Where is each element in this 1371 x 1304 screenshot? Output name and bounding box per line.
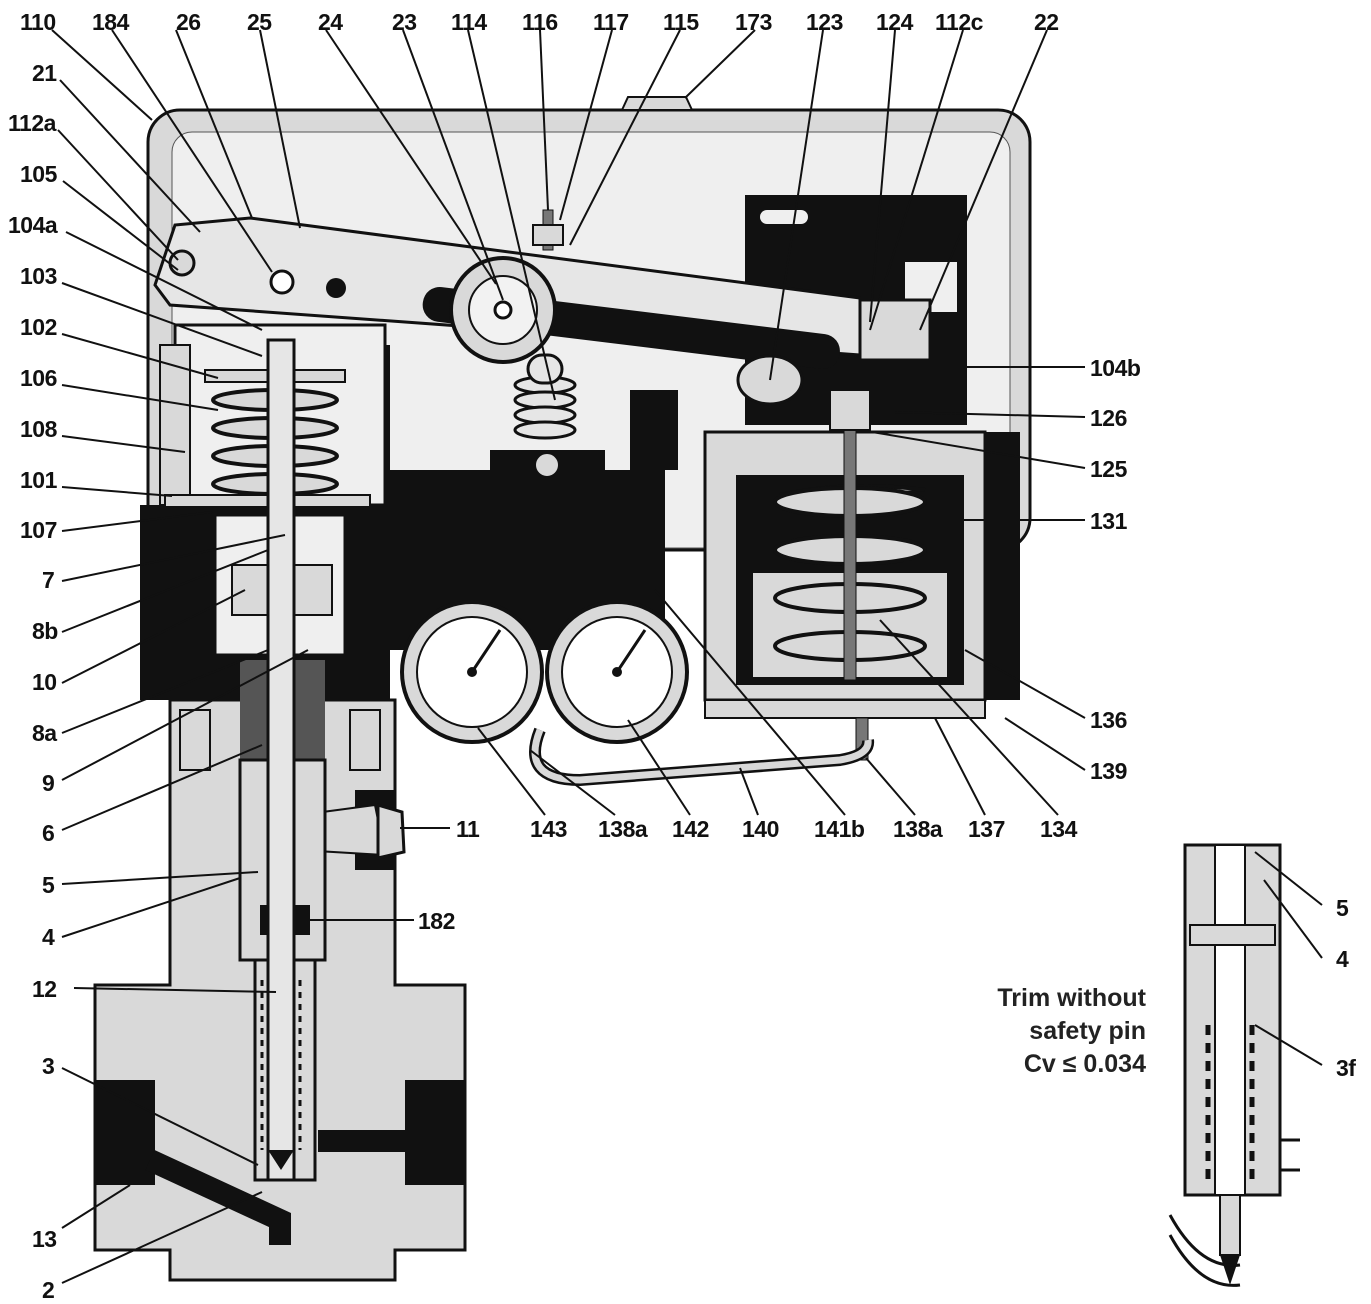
- adjusting-screw: [532, 209, 564, 251]
- label-22: 22: [1034, 9, 1059, 35]
- label-12: 12: [32, 976, 57, 1002]
- label-24: 24: [318, 9, 343, 35]
- leader-lines: [51, 29, 1323, 1284]
- label-inset-5: 5: [1336, 895, 1349, 921]
- label-104b: 104b: [1090, 355, 1141, 381]
- supply-regulator: [703, 389, 1020, 761]
- range-spring: [513, 353, 577, 440]
- label-173: 173: [735, 9, 772, 35]
- label-137: 137: [968, 816, 1005, 842]
- inset-note-line-1: Trim without: [997, 984, 1146, 1012]
- vent-boss: [620, 96, 694, 111]
- label-141b: 141b: [814, 816, 865, 842]
- label-136: 136: [1090, 707, 1127, 733]
- inset-trim: [1168, 843, 1300, 1287]
- label-8a: 8a: [32, 720, 57, 746]
- label-102: 102: [20, 314, 57, 340]
- label-103: 103: [20, 263, 57, 289]
- label-104a: 104a: [8, 212, 58, 238]
- label-2: 2: [42, 1277, 54, 1303]
- label-112c: 112c: [935, 9, 984, 35]
- label-23: 23: [392, 9, 417, 35]
- label-8b: 8b: [32, 618, 58, 644]
- label-11: 11: [456, 816, 480, 842]
- label-26: 26: [176, 9, 201, 35]
- label-126: 126: [1090, 405, 1127, 431]
- label-101: 101: [20, 467, 58, 493]
- label-142: 142: [672, 816, 709, 842]
- label-inset-3f: 3f: [1336, 1055, 1356, 1081]
- label-3: 3: [42, 1053, 54, 1079]
- inset-note-line-3: Cv ≤ 0.034: [1024, 1050, 1146, 1078]
- label-108: 108: [20, 416, 58, 442]
- label-140: 140: [742, 816, 779, 842]
- label-134: 134: [1040, 816, 1078, 842]
- label-123: 123: [806, 9, 843, 35]
- gauge-143: [400, 600, 544, 744]
- label-124: 124: [876, 9, 914, 35]
- label-21: 21: [32, 60, 57, 86]
- roller: [449, 256, 557, 364]
- label-5: 5: [42, 872, 55, 898]
- label-116: 116: [522, 9, 558, 35]
- label-125: 125: [1090, 456, 1128, 482]
- label-138a-right: 138a: [893, 816, 943, 842]
- label-114: 114: [451, 9, 487, 35]
- inset-note: Trim without safety pin Cv ≤ 0.034: [997, 984, 1146, 1078]
- label-112a: 112a: [8, 110, 57, 136]
- label-131: 131: [1090, 508, 1128, 534]
- label-7: 7: [42, 567, 54, 593]
- label-105: 105: [20, 161, 58, 187]
- label-139: 139: [1090, 758, 1127, 784]
- label-143: 143: [530, 816, 567, 842]
- label-6: 6: [42, 820, 54, 846]
- label-9: 9: [42, 770, 54, 796]
- label-13: 13: [32, 1226, 57, 1252]
- gauge-142: [545, 600, 689, 744]
- label-107: 107: [20, 517, 57, 543]
- label-10: 10: [32, 669, 57, 695]
- label-184: 184: [92, 9, 130, 35]
- label-110: 110: [20, 9, 56, 35]
- label-4: 4: [42, 924, 55, 950]
- label-115: 115: [663, 9, 699, 35]
- part-labels: 110 184 26 25 24 23 114 116 117 115 173 …: [8, 9, 1357, 1303]
- label-182: 182: [418, 908, 455, 934]
- label-117: 117: [593, 9, 629, 35]
- inset-note-line-2: safety pin: [1029, 1017, 1146, 1045]
- label-106: 106: [20, 365, 57, 391]
- label-138a-left: 138a: [598, 816, 648, 842]
- label-25: 25: [247, 9, 272, 35]
- trim-cartridge: [213, 338, 347, 1182]
- label-inset-4: 4: [1336, 946, 1349, 972]
